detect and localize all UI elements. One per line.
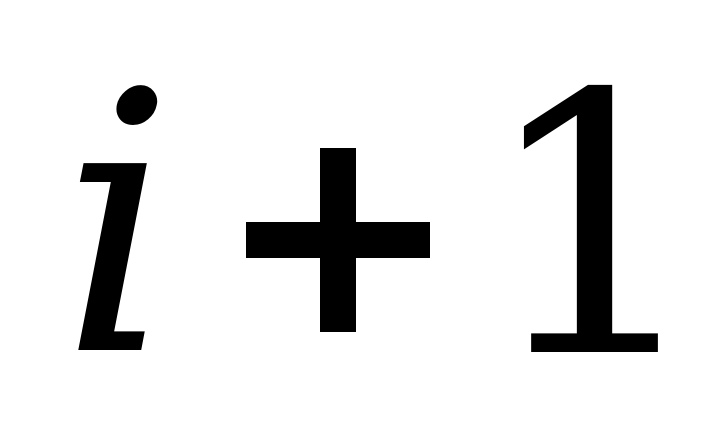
plus-operator [246,148,430,332]
constant-one: 1 [480,18,704,437]
variable-i: i [60,16,175,435]
